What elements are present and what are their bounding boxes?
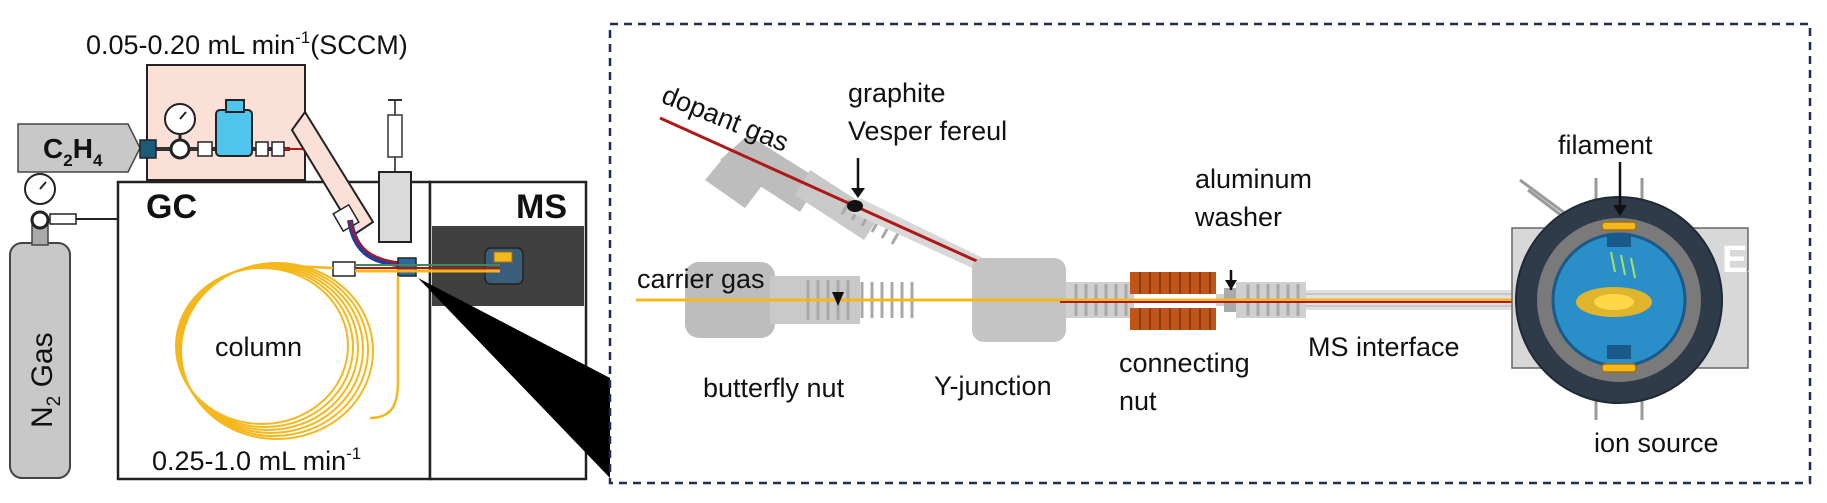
column-inlet (271, 263, 334, 270)
connecting-nut-label-2: nut (1119, 386, 1157, 416)
dopant-nut-body2 (705, 150, 770, 208)
butterfly-nut-mini (332, 261, 356, 277)
aluminum-label: aluminum (1195, 164, 1312, 194)
ms-interface-label: MS interface (1308, 332, 1460, 362)
valve-cap (225, 99, 245, 113)
dopant-line-inner (349, 219, 406, 265)
ion-source-label: ion source (1594, 428, 1719, 458)
connecting-nut-top (1130, 272, 1216, 294)
ferrule-label: Vesper fereul (848, 116, 1007, 146)
gauge-needle (39, 181, 47, 190)
butterfly-ferrule (832, 292, 844, 306)
filament-top (1601, 221, 1637, 231)
filament-arrowhead (1613, 205, 1627, 216)
dopant-flow-rate-label: 0.05-0.20 mL min-1(SCCM) (86, 28, 408, 60)
ion-source: EX (1511, 162, 1773, 420)
valve-knob-icon (169, 138, 191, 160)
washer-label: washer (1194, 202, 1282, 232)
injector-port (378, 171, 412, 243)
dopant-nut-body (720, 135, 820, 212)
fitting-small (49, 213, 77, 225)
fitting-small (197, 141, 213, 157)
c2h4-label: C2H4 (43, 133, 103, 170)
y-junction-label: Y-junction (934, 371, 1052, 401)
n2-valve-knob-icon (30, 210, 50, 230)
carrier-flow-rate-label: 0.25-1.0 mL min-1 (152, 444, 361, 476)
graphite-label: graphite (848, 78, 946, 108)
syringe-icon (387, 114, 403, 158)
filament-label: filament (1558, 130, 1653, 160)
butterfly-nut-label: butterfly nut (703, 373, 845, 403)
repeller-top (1607, 235, 1631, 247)
detail-panel: dopant gas graphite Vesper fereul (608, 22, 1812, 485)
gauge-needle (179, 111, 187, 120)
left-overview: 0.05-0.20 mL min-1(SCCM) C2H4 N2 Gas GC (9, 28, 610, 481)
repeller-bottom (1607, 345, 1631, 359)
washer-arrowhead (1225, 280, 1237, 290)
zoom-wedge (418, 278, 610, 478)
carrier-gas-label: carrier gas (637, 264, 765, 294)
ion-cloud-core (1594, 294, 1634, 310)
gc-label: GC (146, 188, 197, 226)
connecting-nut-bottom (1130, 308, 1216, 330)
ms-label: MS (516, 188, 567, 226)
ms-filament-mini (493, 251, 513, 263)
column-outlet (369, 276, 400, 420)
solenoid-valve-icon (215, 109, 253, 157)
fitting-small (271, 141, 285, 157)
gc-column-coil (175, 262, 374, 440)
graphite-ferrule (847, 200, 863, 212)
nut-threads (1139, 272, 1211, 330)
c2h4-cylinder-tag (17, 123, 141, 173)
carrier-assembly (636, 258, 1580, 342)
ferrule-arrowhead (851, 188, 865, 198)
regulator-fitting (139, 139, 157, 159)
n2-gas-label: N2 Gas (26, 332, 65, 428)
fitting-small (255, 141, 269, 157)
column-label: column (215, 332, 302, 362)
electron-arrows (1610, 251, 1636, 279)
connecting-nut-label: connecting (1119, 348, 1250, 378)
ex-label: EX (1722, 239, 1773, 281)
filament-bottom (1601, 363, 1637, 373)
